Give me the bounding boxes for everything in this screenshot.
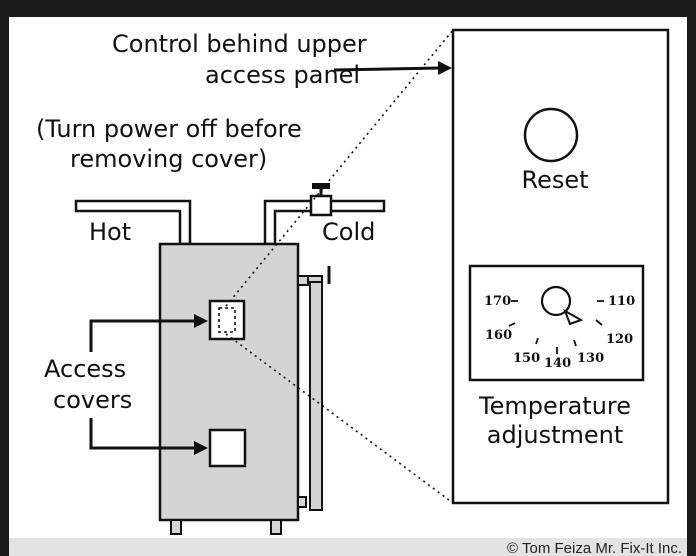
control-arrow-icon — [333, 61, 452, 75]
hot-label: Hot — [89, 218, 131, 246]
shutoff-valve — [309, 183, 333, 217]
thermostat-box — [468, 264, 645, 382]
dial-label-170: 170 — [484, 294, 511, 309]
warning-line1: (Turn power off before — [36, 115, 302, 143]
credit-text: © Tom Feiza Mr. Fix-It Inc. — [507, 540, 682, 556]
thermostat-dial-icon — [540, 285, 584, 326]
dial-tick-marks — [508, 300, 604, 354]
dial-label-150: 150 — [513, 351, 540, 366]
dial-label-130: 130 — [577, 351, 604, 366]
title-bar — [0, 0, 696, 17]
temperature-label-line1: Temperature — [478, 392, 631, 420]
temperature-label-line2: adjustment — [487, 421, 624, 449]
lower-access-cover — [208, 428, 247, 468]
dial-label-160: 160 — [485, 328, 512, 343]
cold-label: Cold — [322, 218, 375, 246]
reset-button-icon — [523, 107, 579, 163]
upper-access-cover — [208, 299, 246, 341]
dial-label-110: 110 — [608, 294, 635, 309]
water-heater-tank — [158, 242, 300, 535]
reset-label: Reset — [521, 166, 588, 194]
access-label-line1: Access — [44, 355, 126, 383]
warning-line2: removing cover) — [70, 145, 267, 173]
relief-valve-pipe — [297, 266, 331, 511]
control-label-line2: access panel — [205, 61, 360, 89]
access-arrow-lower-icon — [89, 418, 208, 455]
control-label-line1: Control behind upper — [112, 30, 367, 58]
dial-label-140: 140 — [544, 356, 571, 371]
access-label-line2: covers — [53, 386, 132, 414]
footer-bar — [9, 538, 687, 556]
zoom-lines — [225, 29, 454, 504]
access-arrow-upper-icon — [89, 314, 208, 352]
dial-label-120: 120 — [606, 332, 633, 347]
